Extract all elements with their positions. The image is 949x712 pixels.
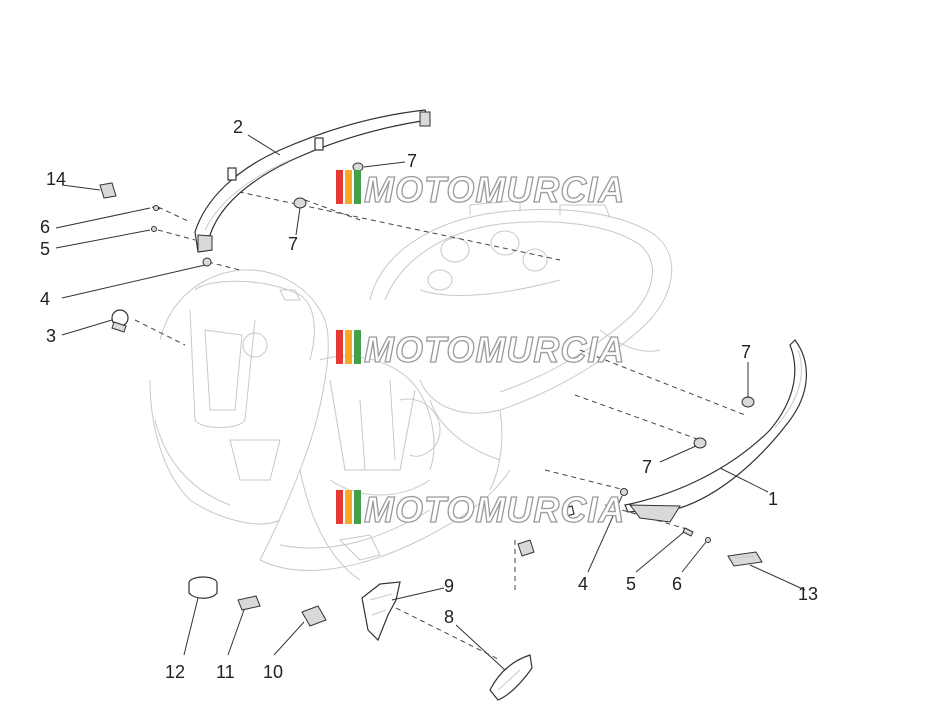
part-5-screw-right: [682, 527, 694, 537]
watermark-text: MOTOMURCIA: [364, 329, 625, 370]
part-8-panel: [489, 654, 533, 701]
scooter-body-outline: [149, 199, 673, 581]
watermark-middle: MOTOMURCIA: [336, 328, 625, 371]
callout-7-right: 7: [741, 342, 751, 362]
watermark-stripe-yellow: [345, 330, 352, 364]
watermark-stripe-red: [336, 490, 343, 524]
part-14-clip: [99, 182, 117, 199]
watermark-text: MOTOMURCIA: [364, 489, 625, 530]
callout-10: 10: [263, 662, 283, 682]
callout-6-right: 6: [672, 574, 682, 594]
callout-6-left: 6: [40, 217, 50, 237]
part-5-screw-left: [151, 226, 157, 232]
watermark-stripe-green: [354, 330, 361, 364]
callout-8: 8: [444, 607, 454, 627]
callout-2: 2: [233, 117, 243, 137]
watermark-stripe-yellow: [345, 170, 352, 204]
part-2-trim-strip: [194, 109, 431, 253]
watermark-stripe-green: [354, 490, 361, 524]
part-10-bracket: [301, 605, 327, 627]
part-4-nut-right: [620, 488, 628, 496]
watermark-stripe-yellow: [345, 490, 352, 524]
callout-5-right: 5: [626, 574, 636, 594]
callout-11: 11: [216, 662, 235, 682]
alignment-lines: [134, 189, 746, 661]
part-3-clamp: [111, 309, 129, 333]
callout-7-top: 7: [407, 151, 417, 171]
leader-lines: [55, 134, 806, 671]
callout-3: 3: [46, 326, 56, 346]
callout-13: 13: [798, 584, 818, 604]
callout-5-left: 5: [40, 239, 50, 259]
part-12-cap: [188, 576, 218, 599]
callout-7-lower: 7: [642, 457, 652, 477]
part-6-screw-right: [705, 537, 711, 543]
callout-1: 1: [768, 489, 778, 509]
watermark-bottom: MOTOMURCIA: [336, 488, 625, 531]
callout-numbers: 1 2 3 4 4 5 5 6 6 7 7 7 7 8 9 10 11 12 1…: [40, 117, 818, 682]
part-11-block: [237, 595, 261, 611]
callout-14: 14: [46, 169, 66, 189]
callout-7-mid: 7: [288, 234, 298, 254]
part-1-trim-strip: [624, 339, 807, 523]
watermark-stripe-red: [336, 330, 343, 364]
watermark-stripe-red: [336, 170, 343, 204]
part-6-screw-left: [151, 205, 161, 211]
part-13-plate: [727, 551, 763, 567]
callout-4-left: 4: [40, 289, 50, 309]
callout-4-right: 4: [578, 574, 588, 594]
watermark-text: MOTOMURCIA: [364, 169, 625, 210]
part-9-panel: [361, 581, 401, 642]
callout-9: 9: [444, 576, 454, 596]
callout-12: 12: [165, 662, 185, 682]
watermark-stripe-green: [354, 170, 361, 204]
watermark-top: MOTOMURCIA: [336, 168, 625, 211]
center-bracket: [517, 505, 575, 557]
part-4-nut-left: [202, 257, 212, 267]
